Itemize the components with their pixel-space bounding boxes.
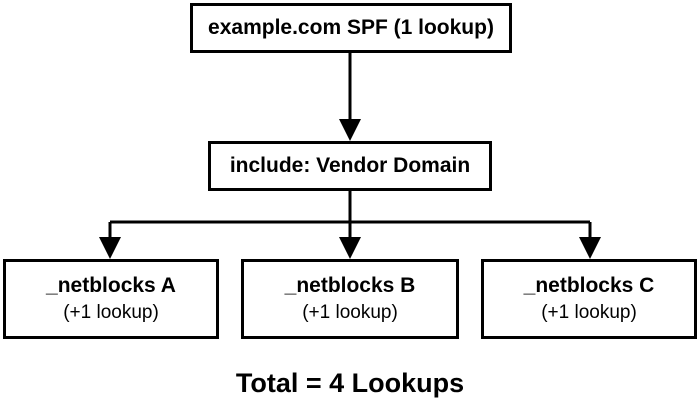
netblocks-a-lookup-count: (+1 lookup) bbox=[63, 302, 159, 323]
netblocks-b-label: _netblocks B bbox=[284, 274, 416, 297]
netblocks-c-label: _netblocks C bbox=[523, 274, 655, 297]
netblocks-a-label: _netblocks A bbox=[46, 274, 176, 297]
arrowhead-include bbox=[339, 119, 361, 141]
netblocks-b-lookup-count: (+1 lookup) bbox=[302, 302, 398, 323]
include-vendor-box: include: Vendor Domain bbox=[208, 141, 492, 191]
spf-root-box: example.com SPF (1 lookup) bbox=[190, 3, 512, 53]
netblocks-c-box: _netblocks C (+1 lookup) bbox=[481, 259, 697, 339]
include-vendor-label: include: Vendor Domain bbox=[229, 154, 471, 177]
total-lookups-label: Total = 4 Lookups bbox=[235, 368, 465, 398]
netblocks-c-lookup-count: (+1 lookup) bbox=[541, 302, 637, 323]
arrowhead-netblocks-a bbox=[99, 237, 121, 259]
arrowhead-netblocks-c bbox=[579, 237, 601, 259]
spf-root-label: example.com SPF (1 lookup) bbox=[208, 16, 494, 39]
netblocks-b-box: _netblocks B (+1 lookup) bbox=[241, 259, 459, 339]
arrowhead-netblocks-b bbox=[339, 237, 361, 259]
netblocks-a-box: _netblocks A (+1 lookup) bbox=[3, 259, 219, 339]
